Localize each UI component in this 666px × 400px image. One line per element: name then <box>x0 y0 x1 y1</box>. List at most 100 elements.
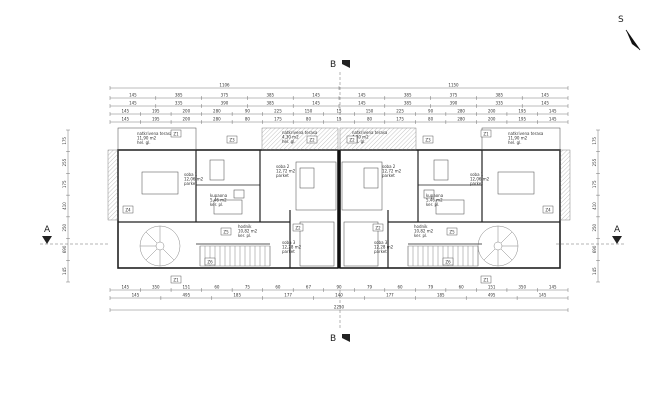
dimension-label: 335 <box>175 101 183 106</box>
dimension-label: 195 <box>518 109 526 114</box>
dimension-label: 200 <box>183 117 191 122</box>
dimension-label: 280 <box>213 117 221 122</box>
window-tag-box <box>346 135 358 144</box>
dimension-label: 145 <box>358 93 366 98</box>
section-marker-a-right-label: A <box>614 225 621 235</box>
dimension-label: 60 <box>459 285 465 290</box>
window-tag: Z1 <box>173 278 179 283</box>
dimension-label: 15 <box>336 109 342 114</box>
dimension-label: 185 <box>437 293 445 298</box>
dimension-label: 280 <box>457 117 465 122</box>
window-tag-box <box>446 227 458 236</box>
window-tag: Z1 <box>483 132 489 137</box>
dimension-label: 280 <box>213 109 221 114</box>
dimension-label: 350 <box>152 285 160 290</box>
window-tag: Z3 <box>229 138 235 143</box>
window-tag-box <box>306 135 318 144</box>
north-arrow-icon: S <box>618 15 641 51</box>
dimension-label: 255 <box>592 158 597 166</box>
dimension-label: 250 <box>592 223 597 231</box>
window-tag-box <box>204 257 216 266</box>
window-tag-box <box>372 223 384 232</box>
dimension-label: 67 <box>306 285 312 290</box>
window-tag: Z2 <box>309 138 315 143</box>
dimension-label: 185 <box>233 293 241 298</box>
dimension-label: 145 <box>541 93 549 98</box>
window-tag-box <box>170 129 182 138</box>
dimension-label: 200 <box>183 109 191 114</box>
dimension-label: 175 <box>592 180 597 188</box>
dimension-label: 145 <box>549 109 557 114</box>
terraces <box>107 127 571 221</box>
dimension-label: 2250 <box>334 305 345 310</box>
window-tag: Z1 <box>173 132 179 137</box>
window-tag-box <box>220 227 232 236</box>
dimension-label: 495 <box>183 293 191 298</box>
dimension-label: 145 <box>129 93 137 98</box>
dimension-label: 200 <box>488 109 496 114</box>
dimension-label: 145 <box>121 117 129 122</box>
window-tag-box <box>542 205 554 214</box>
window-tag: Z6 <box>207 260 213 265</box>
dimension-label: 410 <box>62 202 67 210</box>
window-tag: Z2 <box>349 138 355 143</box>
dimension-label: 145 <box>539 293 547 298</box>
section-marker-a-right: A <box>556 225 626 245</box>
dimension-label: 151 <box>488 285 496 290</box>
window-tag-box <box>292 223 304 232</box>
window-tag-box <box>480 275 492 284</box>
dimension-label: 79 <box>367 285 373 290</box>
dimension-label: 150 <box>305 109 313 114</box>
dimension-label: 145 <box>129 101 137 106</box>
dimension-label: 350 <box>518 285 526 290</box>
dimension-label: 385 <box>495 93 503 98</box>
dimension-label: 250 <box>62 223 67 231</box>
window-tag-box <box>122 205 134 214</box>
dimension-label: 145 <box>312 93 320 98</box>
section-marker-b-top-label: B <box>330 60 336 70</box>
section-marker-a-left-label: A <box>44 225 51 235</box>
dimension-label: 255 <box>62 158 67 166</box>
dimension-label: 80 <box>367 117 373 122</box>
dimension-label: 177 <box>284 293 292 298</box>
section-marker-a-left: A <box>40 225 110 245</box>
dimension-label: 175 <box>62 137 67 145</box>
dimension-label: 385 <box>266 101 274 106</box>
window-tag: Z2 <box>375 226 381 231</box>
dimension-label: 375 <box>450 93 458 98</box>
dimension-label: 175 <box>396 117 404 122</box>
dimension-label: 335 <box>495 101 503 106</box>
dimension-label: 15 <box>336 117 342 122</box>
dimension-label: 60 <box>398 285 404 290</box>
dimension-label: 150 <box>366 109 374 114</box>
dimension-label: 385 <box>175 93 183 98</box>
north-arrow-label: S <box>618 15 624 25</box>
section-marker-b-top: B <box>330 60 350 120</box>
dimension-label: 410 <box>592 202 597 210</box>
dimension-label: 75 <box>245 285 251 290</box>
dimension-label: 1106 <box>219 83 230 88</box>
dimension-label: 145 <box>132 293 140 298</box>
dimension-label: 145 <box>549 285 557 290</box>
window-tag-box <box>170 275 182 284</box>
window-tag: Z5 <box>449 230 455 235</box>
dimension-label: 145 <box>549 117 557 122</box>
dimension-label: 151 <box>183 285 191 290</box>
dimension-label: 495 <box>488 293 496 298</box>
left-unit-outline <box>117 149 339 269</box>
right-unit-outline <box>339 149 561 269</box>
dimension-label: 177 <box>386 293 394 298</box>
dimension-label: 145 <box>121 109 129 114</box>
dimension-label: 80 <box>306 117 312 122</box>
